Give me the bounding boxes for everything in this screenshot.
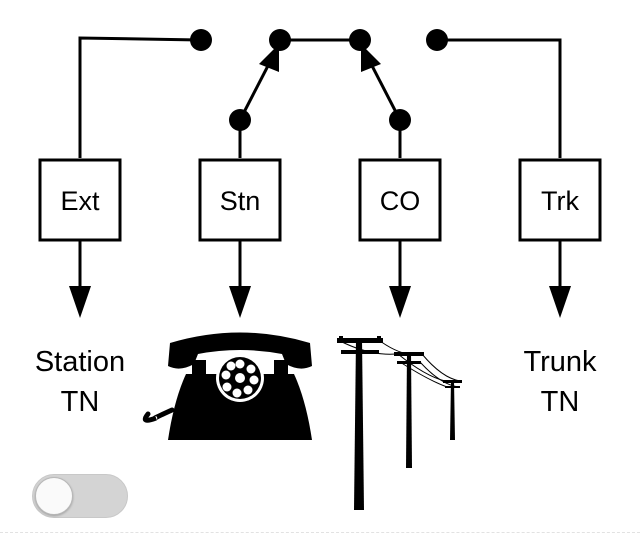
trunk-tn-label-line1: Trunk: [523, 346, 597, 378]
stn-box: Stn: [198, 158, 282, 242]
stn-box-label: Stn: [220, 186, 261, 216]
trk-terminal: [426, 29, 448, 51]
rotary-telephone-icon: [142, 332, 312, 440]
ext-down-arrow: [69, 240, 91, 318]
ext-box: Ext: [38, 158, 122, 242]
toggle-switch[interactable]: [32, 474, 128, 518]
trk-wire: [438, 38, 562, 158]
co-switch-arm: [366, 57, 402, 121]
co-box: CO: [358, 158, 442, 242]
stn-down-arrow: [229, 240, 251, 318]
bus-terminal-left: [269, 29, 291, 51]
ext-wire: [78, 36, 201, 158]
trk-box: Trk: [518, 158, 602, 242]
trk-box-label: Trk: [541, 186, 579, 216]
ext-terminal: [190, 29, 212, 51]
trk-down-arrow: [549, 240, 571, 318]
toggle-knob[interactable]: [35, 477, 73, 515]
co-box-label: CO: [380, 186, 421, 216]
co-down-arrow: [389, 240, 411, 318]
bottom-divider: [0, 532, 640, 533]
trunk-tn-label-line2: TN: [541, 386, 580, 418]
ext-box-label: Ext: [60, 186, 100, 216]
co-switch-arrowhead: [361, 44, 381, 72]
station-tn-label-line2: TN: [61, 386, 100, 418]
station-tn-label-line1: Station: [35, 346, 125, 378]
stn-switch-arrowhead: [259, 44, 279, 72]
stn-switch-arm: [238, 57, 274, 121]
utility-poles-icon: [337, 336, 462, 510]
bus-terminal-right: [349, 29, 371, 51]
